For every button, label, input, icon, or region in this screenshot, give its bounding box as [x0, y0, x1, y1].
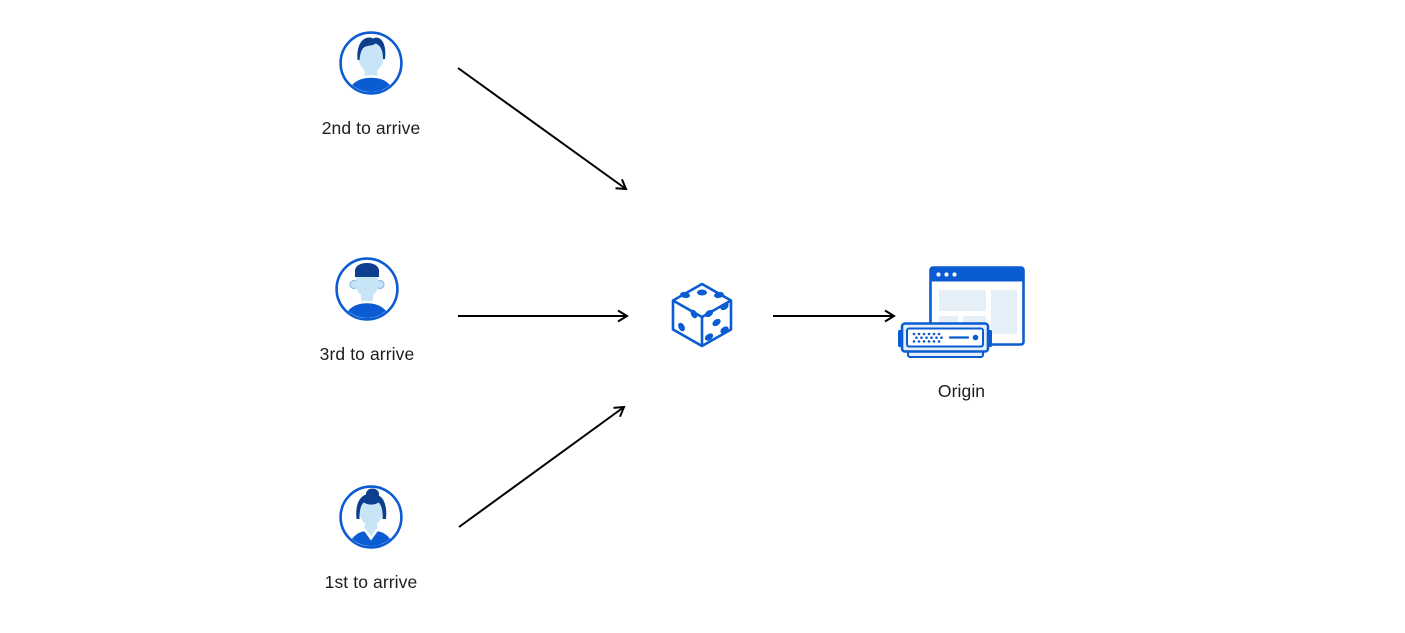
- client-node-2nd-to-arrive: 2nd to arrive: [301, 31, 441, 138]
- client-label-1st: 1st to arrive: [324, 572, 418, 592]
- man-flat-top-avatar-icon: [335, 257, 399, 321]
- origin-server-browser-icon: [898, 266, 1025, 358]
- woman-bun-avatar-icon: [339, 485, 403, 549]
- man-wavy-hair-avatar-icon: [339, 31, 403, 95]
- dice-icon: [671, 282, 733, 348]
- client-label-3rd: 3rd to arrive: [319, 344, 415, 364]
- origin-node: Origin: [897, 266, 1026, 401]
- dice-node: [669, 281, 735, 349]
- server-vents: [912, 332, 943, 343]
- client-label-2nd: 2nd to arrive: [321, 118, 421, 138]
- arrow-2nd-to-dice: [457, 67, 628, 191]
- arrow-1st-to-dice: [458, 405, 626, 528]
- server-icon: [898, 322, 992, 358]
- origin-label: Origin: [937, 381, 986, 401]
- client-node-1st-to-arrive: 1st to arrive: [301, 485, 441, 592]
- client-node-3rd-to-arrive: 3rd to arrive: [297, 257, 437, 364]
